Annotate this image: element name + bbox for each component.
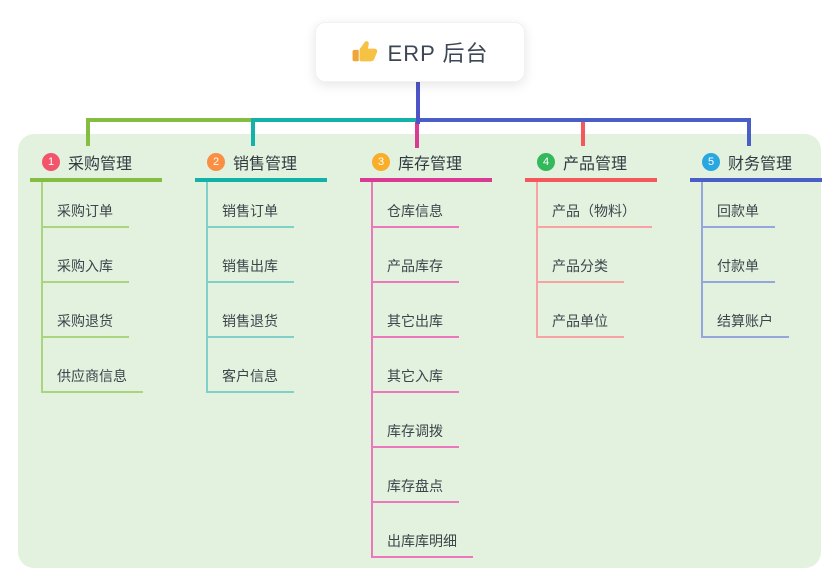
connector-stub-product: [581, 122, 585, 146]
root-node-label: ERP 后台: [387, 41, 489, 66]
node-label: 库存盘点: [387, 478, 443, 494]
node-label: 采购订单: [57, 203, 113, 219]
branch-finance-items: 回款单 付款单 结算账户: [701, 182, 789, 338]
branch-purchase-title[interactable]: 1 采购管理: [30, 146, 162, 182]
branch-inventory-title[interactable]: 3 库存管理: [360, 146, 492, 182]
mindmap-node[interactable]: 其它入库: [373, 338, 459, 393]
node-label: 采购退货: [57, 313, 113, 329]
mindmap-node[interactable]: 库存盘点: [373, 448, 459, 503]
mindmap-node[interactable]: 供应商信息: [43, 338, 143, 393]
mindmap-node[interactable]: 其它出库: [373, 283, 459, 338]
node-label: 客户信息: [222, 368, 278, 384]
mindmap-node[interactable]: 销售订单: [208, 182, 294, 228]
mindmap-node[interactable]: 产品库存: [373, 228, 459, 283]
branch-product: 4 产品管理 产品（物料） 产品分类 产品单位: [525, 146, 657, 338]
node-label: 出库库明细: [387, 533, 457, 549]
mindmap-node[interactable]: 产品分类: [538, 228, 624, 283]
branch-title-label: 销售管理: [233, 156, 298, 173]
branch-purchase-items: 采购订单 采购入库 采购退货 供应商信息: [41, 182, 143, 393]
branch-number-badge: 3: [372, 153, 390, 171]
node-label: 其它入库: [387, 368, 443, 384]
mindmap-node[interactable]: 采购订单: [43, 182, 129, 228]
branch-sales-title[interactable]: 2 销售管理: [195, 146, 327, 182]
branch-title-label: 财务管理: [728, 156, 793, 173]
node-label: 产品（物料）: [552, 203, 636, 219]
connector-bus-teal: [251, 118, 417, 122]
mindmap-node[interactable]: 客户信息: [208, 338, 294, 393]
mindmap-node[interactable]: 产品（物料）: [538, 182, 652, 228]
mindmap-node[interactable]: 结算账户: [703, 283, 789, 338]
node-label: 回款单: [717, 203, 759, 219]
mindmap-node[interactable]: 仓库信息: [373, 182, 459, 228]
node-label: 产品库存: [387, 258, 443, 274]
connector-bus-green: [86, 118, 253, 122]
mindmap-node[interactable]: 付款单: [703, 228, 775, 283]
node-label: 产品分类: [552, 258, 608, 274]
connector-stub-sales: [251, 118, 255, 146]
branch-inventory-items: 仓库信息 产品库存 其它出库 其它入库 库存调拨 库存盘点 出库库明细: [371, 182, 473, 558]
connector-stub-purchase: [86, 118, 90, 146]
node-label: 供应商信息: [57, 368, 127, 384]
branch-title-label: 采购管理: [68, 156, 133, 173]
node-label: 销售订单: [222, 203, 278, 219]
node-label: 销售出库: [222, 258, 278, 274]
branch-title-label: 产品管理: [563, 156, 628, 173]
mindmap-node[interactable]: 销售出库: [208, 228, 294, 283]
node-label: 其它出库: [387, 313, 443, 329]
branch-finance: 5 财务管理 回款单 付款单 结算账户: [690, 146, 822, 338]
branch-sales: 2 销售管理 销售订单 销售出库 销售退货 客户信息: [195, 146, 327, 393]
connector-bus-blue: [417, 118, 751, 122]
node-label: 采购入库: [57, 258, 113, 274]
branch-number-badge: 1: [42, 153, 60, 171]
mindmap-node[interactable]: 出库库明细: [373, 503, 473, 558]
branches-panel: [18, 134, 821, 568]
branch-product-items: 产品（物料） 产品分类 产品单位: [536, 182, 652, 338]
branch-number-badge: 2: [207, 153, 225, 171]
branch-purchase: 1 采购管理 采购订单 采购入库 采购退货 供应商信息: [30, 146, 162, 393]
branch-title-label: 库存管理: [398, 156, 463, 173]
mindmap-node[interactable]: 采购退货: [43, 283, 129, 338]
mindmap-node[interactable]: 销售退货: [208, 283, 294, 338]
connector-stub-inventory: [415, 121, 419, 148]
thumbs-up-icon: [352, 41, 377, 62]
branch-product-title[interactable]: 4 产品管理: [525, 146, 657, 182]
connector-stub-finance: [747, 118, 751, 146]
node-label: 付款单: [717, 258, 759, 274]
node-label: 库存调拨: [387, 423, 443, 439]
mindmap-node[interactable]: 库存调拨: [373, 393, 459, 448]
branch-number-badge: 4: [537, 153, 555, 171]
connector-root: [416, 82, 420, 124]
branch-finance-title[interactable]: 5 财务管理: [690, 146, 822, 182]
mindmap-node[interactable]: 回款单: [703, 182, 775, 228]
node-label: 销售退货: [222, 313, 278, 329]
mindmap-node[interactable]: 产品单位: [538, 283, 624, 338]
branch-sales-items: 销售订单 销售出库 销售退货 客户信息: [206, 182, 294, 393]
node-label: 产品单位: [552, 313, 608, 329]
node-label: 结算账户: [717, 313, 773, 329]
branch-number-badge: 5: [702, 153, 720, 171]
mindmap-node[interactable]: 采购入库: [43, 228, 129, 283]
node-label: 仓库信息: [387, 203, 443, 219]
root-node[interactable]: ERP 后台: [315, 22, 525, 82]
branch-inventory: 3 库存管理 仓库信息 产品库存 其它出库 其它入库 库存调拨 库存盘点 出库库…: [360, 146, 492, 558]
